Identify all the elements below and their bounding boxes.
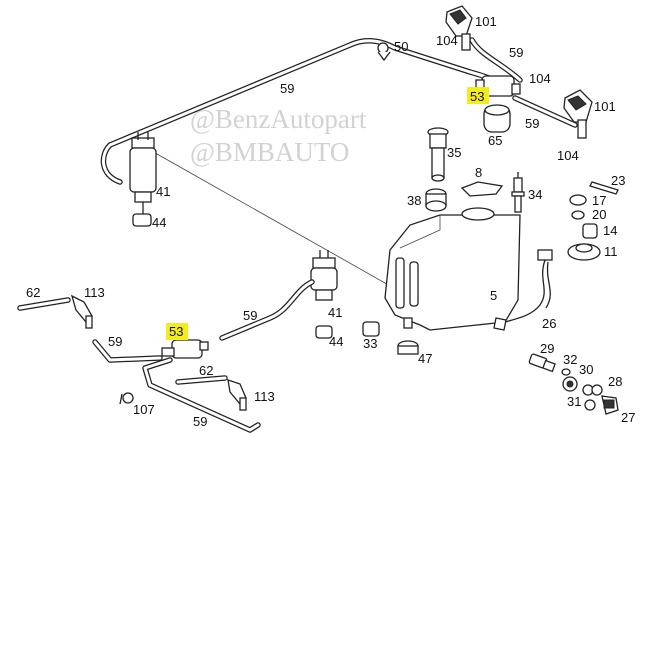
watermark-line-2: @BMBAUTO (190, 137, 349, 167)
callout-107: 107 (133, 402, 155, 417)
callout-104-mid: 104 (529, 71, 551, 86)
part-23 (589, 181, 619, 195)
callout-59-top: 59 (280, 81, 294, 96)
seal-38 (425, 188, 447, 212)
callout-101-top: 101 (475, 14, 497, 29)
callout-17: 17 (592, 193, 606, 208)
callout-35: 35 (447, 145, 461, 160)
callout-11: 11 (604, 244, 618, 259)
valve-53-top (475, 75, 521, 97)
callout-23: 23 (611, 173, 625, 188)
callout-38: 38 (407, 193, 421, 208)
hose-59-right (469, 37, 578, 128)
callout-101-right: 101 (594, 99, 616, 114)
callout-5: 5 (490, 288, 497, 303)
seal-47 (397, 340, 419, 355)
callout-41-left: 41 (156, 184, 170, 199)
valve-53-bottom (161, 339, 209, 359)
part-65 (483, 104, 511, 133)
highlight-53-top (467, 87, 489, 104)
part-29 (528, 353, 556, 373)
callout-62-bottom: 62 (199, 363, 213, 378)
callout-8: 8 (475, 165, 482, 180)
nozzle-113-bottom (227, 379, 247, 411)
callout-28: 28 (608, 374, 622, 389)
callout-34: 34 (528, 187, 542, 202)
nozzle-101-top (445, 5, 473, 51)
filler-neck-35 (427, 127, 449, 182)
callout-62-left: 62 (26, 285, 40, 300)
callout-29: 29 (540, 341, 554, 356)
callout-65: 65 (488, 133, 502, 148)
ring-28b (584, 399, 596, 411)
hose-59-bottom (142, 357, 261, 433)
pump-41-center (310, 250, 338, 301)
cap-8 (460, 181, 504, 197)
callout-53-bottom: 53 (169, 324, 183, 339)
clip-50 (377, 42, 391, 62)
seal-33 (362, 321, 380, 337)
washer-tank-5 (384, 207, 521, 331)
callout-32: 32 (563, 352, 577, 367)
callout-113-bottom: 113 (254, 389, 275, 404)
callout-26: 26 (542, 316, 556, 331)
hose-59-center (219, 279, 315, 341)
grommet-44-left (132, 213, 152, 227)
leader-line (149, 149, 416, 301)
callout-104-top: 104 (436, 33, 458, 48)
callout-44-center: 44 (329, 334, 343, 349)
callout-47: 47 (418, 351, 432, 366)
ring-28a (591, 384, 603, 396)
callout-59-center: 59 (243, 308, 257, 323)
callout-41-center: 41 (328, 305, 342, 320)
part-30 (562, 376, 578, 392)
part-27 (601, 395, 619, 415)
sensor-34 (511, 172, 525, 213)
highlight-53-bottom (166, 323, 188, 340)
callout-59-top-right: 59 (509, 45, 523, 60)
watermark-line-1: @BenzAutopart (190, 104, 367, 134)
callout-53-top: 53 (470, 89, 484, 104)
callout-50: 50 (394, 39, 408, 54)
hose-62-bottom (175, 375, 228, 385)
clip-107 (119, 392, 134, 405)
ring-17 (569, 194, 587, 206)
callout-59-left: 59 (108, 334, 122, 349)
hose-62-left (17, 297, 71, 311)
part-32 (561, 368, 571, 376)
callout-14: 14 (603, 223, 617, 238)
callout-104-right: 104 (557, 148, 579, 163)
callout-27: 27 (621, 410, 635, 425)
callout-30: 30 (579, 362, 593, 377)
harness-26 (493, 249, 553, 331)
callout-59-right: 59 (525, 116, 539, 131)
ring-20 (571, 210, 585, 220)
callout-31: 31 (567, 394, 581, 409)
grommet-44-center (315, 325, 333, 339)
nozzle-101-right (563, 89, 593, 139)
callout-59-bottom: 59 (193, 414, 207, 429)
hose-59-left (92, 339, 163, 363)
callout-33: 33 (363, 336, 377, 351)
callout-44-left: 44 (152, 215, 166, 230)
pump-41-left (129, 132, 157, 215)
nozzle-113-left (70, 294, 93, 329)
grommet-11 (567, 243, 601, 261)
part-14 (582, 223, 598, 239)
callout-20: 20 (592, 207, 606, 222)
callout-113-left: 113 (84, 285, 105, 300)
